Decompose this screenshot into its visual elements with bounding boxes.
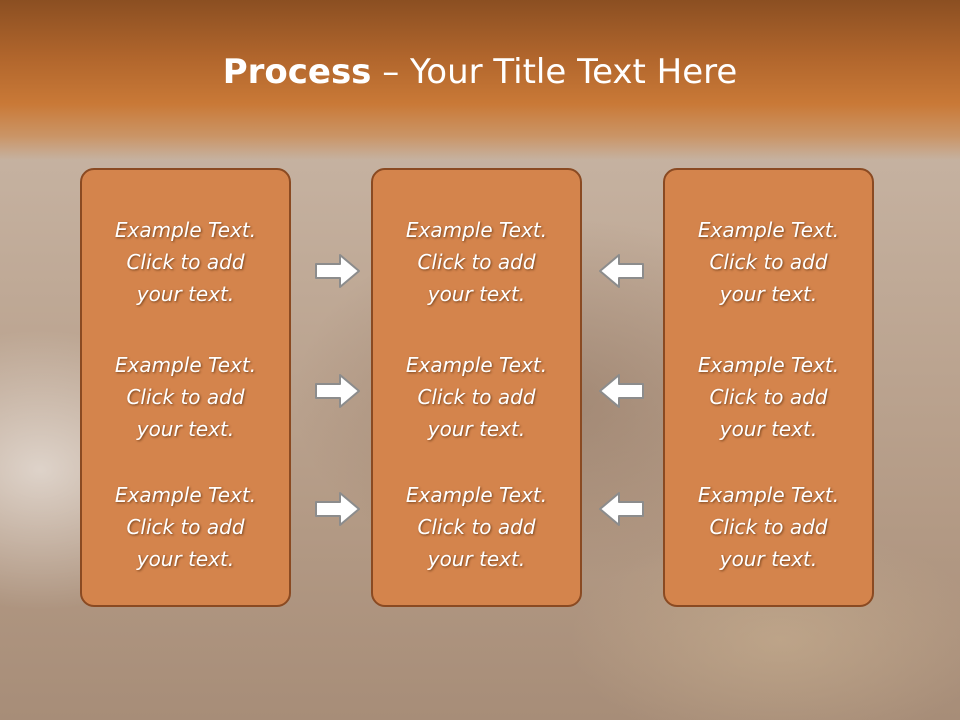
arrow-right-icon [315,492,360,526]
arrow-left-icon [599,254,644,288]
text-line: your text. [719,547,818,571]
text-line: your text. [136,282,235,306]
text-line: Example Text. [114,483,257,507]
text-line: Click to add [709,250,828,274]
text-line: Click to add [417,385,536,409]
text-line: your text. [427,417,526,441]
text-block[interactable]: Example Text. Click to add your text. [82,479,289,575]
arrow-right-icon [315,254,360,288]
text-line: Example Text. [697,218,840,242]
text-line: your text. [427,282,526,306]
text-line: Click to add [126,515,245,539]
text-line: Click to add [126,250,245,274]
text-line: Click to add [417,515,536,539]
text-block[interactable]: Example Text. Click to add your text. [665,349,872,445]
text-block[interactable]: Example Text. Click to add your text. [373,214,580,310]
text-line: your text. [719,282,818,306]
text-line: Click to add [709,515,828,539]
arrow-right-icon [315,374,360,408]
text-line: Example Text. [697,353,840,377]
slide-title[interactable]: Process – Your Title Text Here [0,52,960,92]
text-line: your text. [719,417,818,441]
title-rest: – Your Title Text Here [371,52,738,92]
text-line: Click to add [709,385,828,409]
text-line: Example Text. [405,353,548,377]
text-line: Click to add [417,250,536,274]
process-box-right[interactable]: Example Text. Click to add your text. Ex… [663,168,874,607]
text-block[interactable]: Example Text. Click to add your text. [82,214,289,310]
text-line: Click to add [126,385,245,409]
text-block[interactable]: Example Text. Click to add your text. [373,349,580,445]
process-box-center[interactable]: Example Text. Click to add your text. Ex… [371,168,582,607]
arrow-left-icon [599,374,644,408]
arrow-left-icon [599,492,644,526]
text-block[interactable]: Example Text. Click to add your text. [82,349,289,445]
text-line: Example Text. [697,483,840,507]
text-line: your text. [136,417,235,441]
title-banner [0,0,960,160]
text-line: Example Text. [114,218,257,242]
text-block[interactable]: Example Text. Click to add your text. [373,479,580,575]
title-bold: Process [222,52,372,92]
text-line: Example Text. [405,483,548,507]
text-line: your text. [427,547,526,571]
text-line: your text. [136,547,235,571]
text-block[interactable]: Example Text. Click to add your text. [665,479,872,575]
text-line: Example Text. [405,218,548,242]
text-line: Example Text. [114,353,257,377]
text-block[interactable]: Example Text. Click to add your text. [665,214,872,310]
process-box-left[interactable]: Example Text. Click to add your text. Ex… [80,168,291,607]
